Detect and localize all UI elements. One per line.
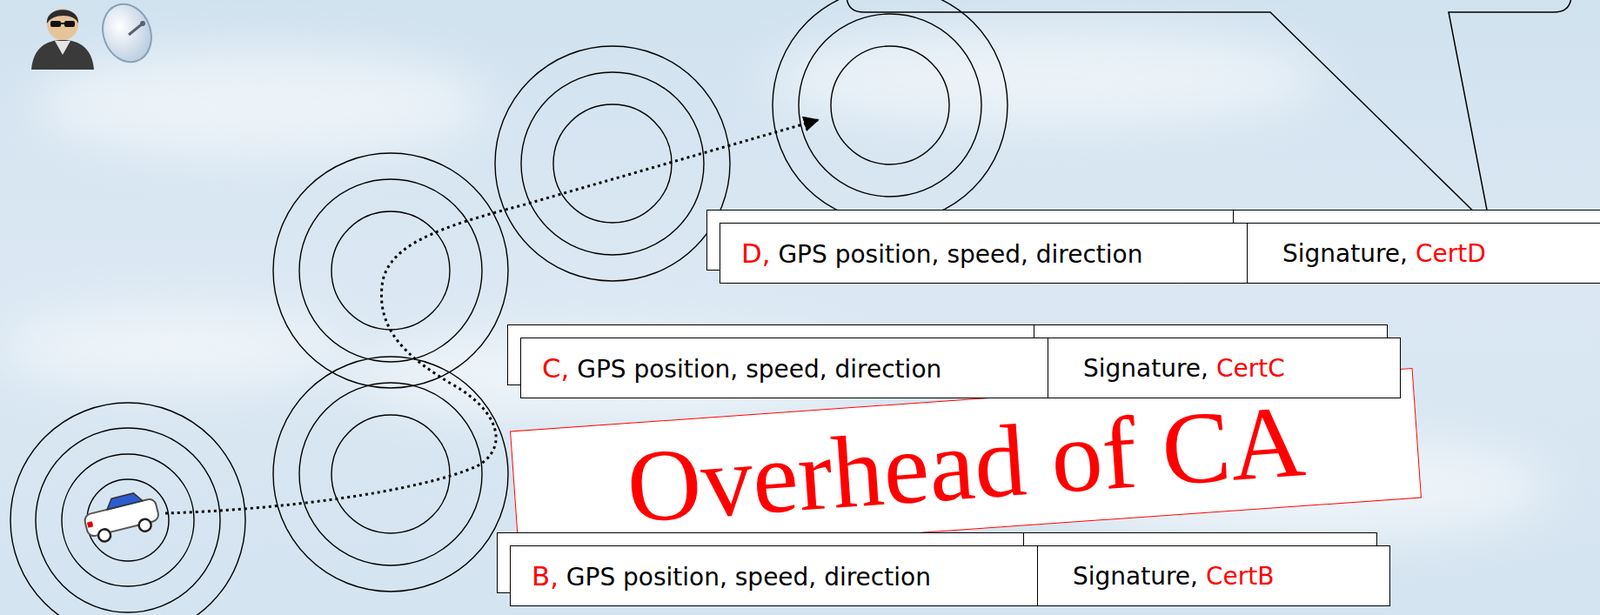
eavesdropper-icon (31, 8, 94, 70)
certificate-label: CertB (1205, 562, 1274, 591)
signature-label: Signature, (1072, 562, 1199, 591)
message-frame: B, GPS position, speed, direction Signatu… (509, 545, 1391, 607)
satellite-dish-icon (94, 0, 160, 69)
certificate-label: CertC (1216, 354, 1286, 383)
message-frame: C, GPS position, speed, direction Signatu… (520, 337, 1401, 399)
message-fields: D, GPS position, speed, direction (741, 237, 1143, 269)
payload-cell: B, GPS position, speed, direction (510, 546, 1038, 606)
signature-cell: Signature,CertD (1246, 223, 1600, 283)
message-box: C, GPS position, speed, direction Signatu… (520, 337, 1401, 399)
message-box: B, GPS position, speed, direction Signatu… (509, 545, 1391, 607)
certificate-label: CertD (1415, 239, 1487, 268)
message-box: D, GPS position, speed, direction Signatu… (719, 222, 1600, 284)
callout-outline (846, 0, 1572, 228)
overlay-label: Overhead of CA (622, 384, 1308, 545)
signature-label: Signature, (1282, 239, 1408, 268)
signature-label: Signature, (1083, 354, 1209, 383)
message-fields: B, GPS position, speed, direction (531, 560, 931, 592)
message-fields: C, GPS position, speed, direction (542, 352, 942, 384)
car-icon (80, 488, 162, 546)
message-frame: D, GPS position, speed, direction Signatu… (719, 222, 1600, 284)
signature-cell: Signature,CertC (1047, 338, 1400, 398)
signature-cell: Signature,CertB (1037, 546, 1390, 606)
payload-cell: C, GPS position, speed, direction (521, 338, 1048, 398)
payload-cell: D, GPS position, speed, direction (720, 223, 1247, 283)
